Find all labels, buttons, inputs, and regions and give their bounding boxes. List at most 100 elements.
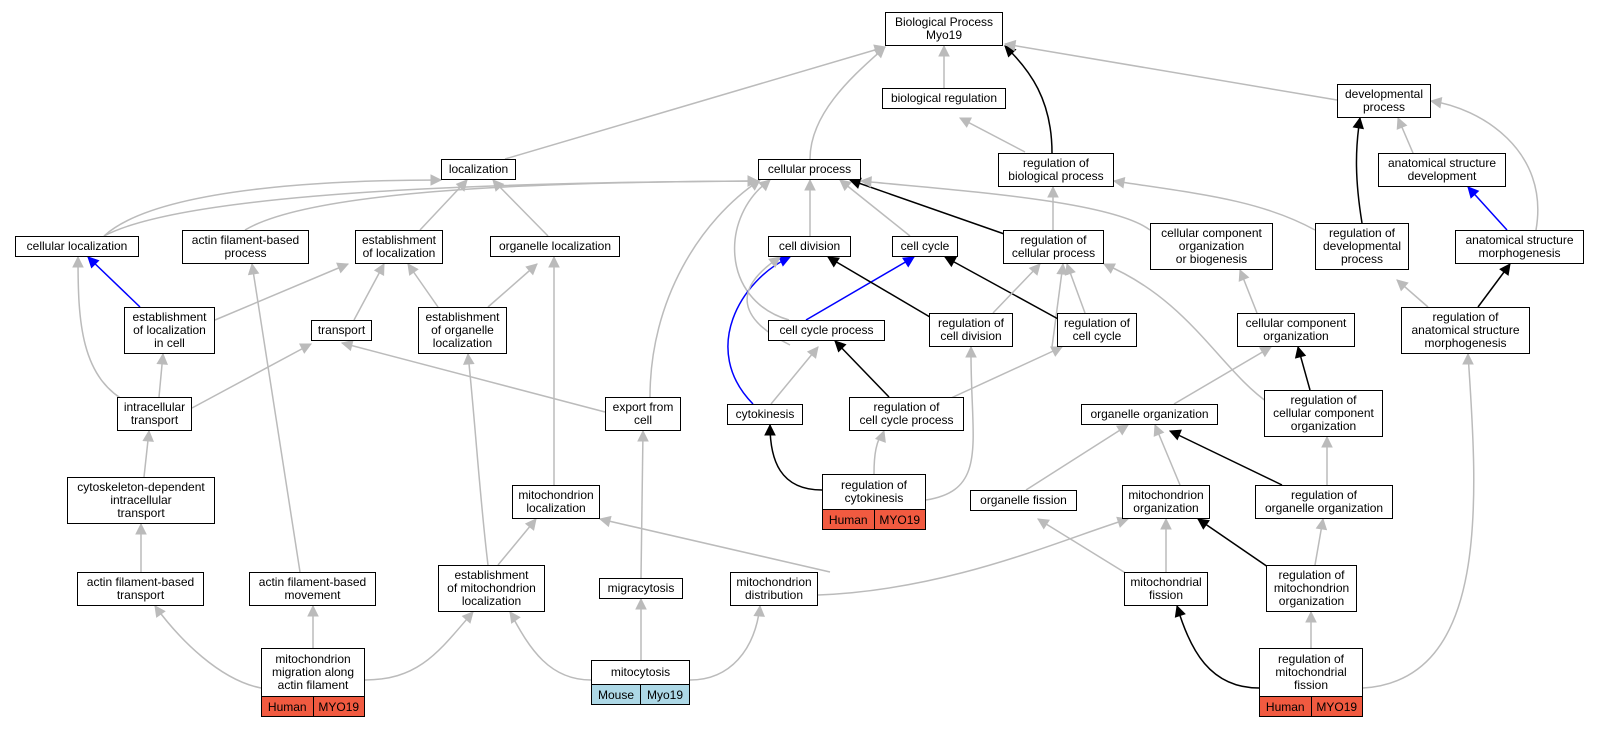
node-cytokinesis[interactable]: cytokinesis	[727, 404, 803, 425]
badge-gene: MYO19	[873, 510, 926, 529]
edge-arrowhead	[873, 46, 886, 59]
edge-arrowhead	[635, 597, 647, 610]
edge-arrowhead	[1102, 263, 1116, 274]
node-mitochondrion-localization[interactable]: mitochondrion localization	[512, 485, 600, 519]
edge-arrowhead	[859, 176, 872, 188]
node-mitochondrion-migration-along-actin-filament[interactable]: mitochondrion migration along actin fila…	[261, 648, 365, 697]
node-actin-filament-based-movement[interactable]: actin filament-based movement	[249, 572, 376, 606]
edge-line	[599, 518, 831, 573]
node-export-from-cell[interactable]: export from cell	[605, 397, 681, 431]
badge-species: Human	[828, 512, 868, 527]
node-organelle-organization[interactable]: organelle organization	[1081, 404, 1218, 425]
edge-arrowhead	[839, 179, 852, 192]
edge-arrowhead	[1467, 186, 1480, 199]
node-migracytosis[interactable]: migracytosis	[599, 578, 683, 599]
edge-line	[341, 342, 606, 413]
edge-line	[509, 611, 592, 681]
edge-arrowhead	[463, 352, 475, 365]
node-regulation-of-cellular-process[interactable]: regulation of cellular process	[1003, 230, 1104, 264]
node-establishment-of-localization-in-cell[interactable]: establishment of localization in cell	[124, 307, 215, 354]
node-mitocytosis[interactable]: mitocytosis	[591, 660, 690, 685]
edge-arrowhead	[1305, 610, 1317, 623]
node-cellular-process[interactable]: cellular process	[758, 159, 861, 180]
edge-line	[937, 346, 1063, 405]
edge-line	[727, 256, 791, 405]
edge-arrowhead	[548, 255, 560, 268]
edge-arrowhead	[1396, 279, 1409, 292]
node-regulation-of-organelle-organization[interactable]: regulation of organelle organization	[1255, 485, 1393, 519]
edge-arrowhead	[1462, 352, 1474, 365]
node-transport[interactable]: transport	[311, 320, 372, 341]
node-regulation-of-cell-division[interactable]: regulation of cell division	[929, 313, 1013, 347]
edge-arrowhead	[637, 429, 649, 442]
node-organelle-localization[interactable]: organelle localization	[490, 236, 620, 257]
node-establishment-of-localization[interactable]: establishment of localization	[355, 230, 443, 264]
node-cell-division[interactable]: cell division	[768, 236, 851, 257]
edge-line	[1113, 180, 1316, 231]
edge-arrowhead	[938, 44, 950, 57]
node-cell-cycle-process[interactable]: cell cycle process	[768, 320, 885, 341]
edge-arrowhead	[1315, 517, 1328, 531]
edge-line	[839, 179, 911, 237]
node-cellular-component-organization-or-biogenesis[interactable]: cellular component organization or bioge…	[1150, 223, 1273, 270]
edge-arrowhead	[1116, 424, 1129, 436]
node-cellular-localization[interactable]: cellular localization	[15, 236, 139, 257]
edge-arrowhead	[1396, 116, 1408, 130]
node-regulation-of-cell-cycle[interactable]: regulation of cell cycle	[1057, 313, 1137, 347]
edge-line	[1004, 43, 1338, 101]
edge-line	[770, 346, 819, 405]
node-actin-filament-based-transport[interactable]: actin filament-based transport	[77, 572, 204, 606]
edge-arrowhead	[1153, 423, 1165, 437]
node-regulation-of-biological-process[interactable]: regulation of biological process	[998, 153, 1114, 187]
node-cellular-component-organization[interactable]: cellular component organization	[1237, 313, 1355, 347]
node-cytoskeleton-dependent-intracellular-transport[interactable]: cytoskeleton-dependent intracellular tra…	[67, 477, 215, 524]
node-intracellular-transport[interactable]: intracellular transport	[117, 397, 192, 431]
edge-line	[1169, 430, 1283, 486]
node-regulation-of-anatomical-structure-morphogenesis[interactable]: regulation of anatomical structure morph…	[1401, 307, 1530, 354]
edge-arrowhead	[768, 256, 781, 269]
edge-arrowhead	[336, 262, 350, 274]
node-anatomical-structure-morphogenesis[interactable]: anatomical structure morphogenesis	[1455, 230, 1584, 264]
node-regulation-of-mitochondrion-organization[interactable]: regulation of mitochondrion organization	[1266, 565, 1357, 612]
node-mitochondrial-fission[interactable]: mitochondrial fission	[1124, 572, 1208, 606]
node-regulation-of-developmental-process[interactable]: regulation of developmental process	[1315, 223, 1409, 270]
edge-arrowhead	[1160, 517, 1172, 530]
node-mitochondrion-distribution[interactable]: mitochondrion distribution	[730, 572, 818, 606]
edge-line	[809, 46, 886, 160]
node-actin-filament-based-process[interactable]: actin filament-based process	[182, 230, 309, 264]
edge-line	[959, 117, 1026, 153]
edge-line	[733, 179, 790, 321]
node-regulation-of-cellular-component-organization[interactable]: regulation of cellular component organiz…	[1264, 390, 1383, 437]
edge-line	[817, 518, 1129, 596]
edge-arrowhead	[1499, 263, 1511, 276]
node-organelle-fission[interactable]: organelle fission	[970, 490, 1077, 511]
edge-arrowhead	[748, 179, 761, 191]
node-anatomical-structure-development[interactable]: anatomical structure development	[1378, 153, 1506, 187]
edge-line	[1176, 605, 1260, 689]
edge-line	[689, 605, 761, 681]
badge-species: Human	[1265, 699, 1305, 714]
edge-line	[154, 605, 262, 689]
edge-line	[103, 179, 442, 237]
node-biological-process-myo19[interactable]: Biological Process Myo19	[885, 12, 1003, 46]
edge-arrowhead	[959, 117, 972, 128]
edge-line	[1355, 117, 1363, 224]
node-biological-regulation[interactable]: biological regulation	[882, 88, 1006, 109]
edge-line	[87, 256, 141, 308]
node-cell-cycle[interactable]: cell cycle	[892, 236, 958, 257]
node-establishment-of-mitochondrion-localization[interactable]: establishment of mitochondrion localizat…	[438, 565, 545, 612]
badge-gene: Myo19	[640, 685, 689, 704]
node-establishment-of-organelle-localization[interactable]: establishment of organelle localization	[418, 307, 507, 354]
node-localization[interactable]: localization	[441, 159, 516, 180]
node-regulation-of-cytokinesis[interactable]: regulation of cytokinesis	[822, 474, 926, 510]
edge-line	[191, 343, 312, 409]
node-regulation-of-mitochondrial-fission[interactable]: regulation of mitochondrial fission	[1259, 648, 1363, 697]
edge-arrowhead	[874, 429, 886, 443]
node-regulation-of-cell-cycle-process[interactable]: regulation of cell cycle process	[849, 397, 964, 431]
edge-arrowhead	[1429, 96, 1443, 109]
node-developmental-process[interactable]: developmental process	[1337, 84, 1431, 118]
edge-arrowhead	[509, 611, 521, 624]
edge-line	[1173, 346, 1272, 405]
node-mitochondrion-organization[interactable]: mitochondrion organization	[1122, 485, 1210, 519]
